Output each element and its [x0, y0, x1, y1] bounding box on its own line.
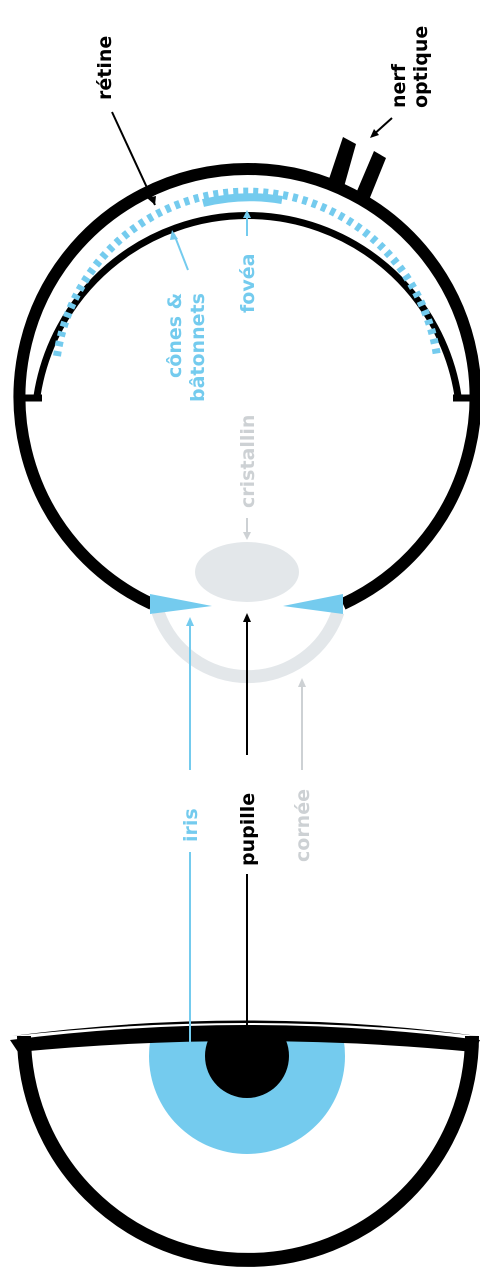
label-pupil: pupille — [237, 793, 259, 866]
pointer-lines — [111, 111, 393, 1056]
label-cornea: cornée — [292, 789, 314, 862]
cornea-arrowhead — [298, 678, 306, 687]
eye-front-outline — [17, 1035, 479, 1267]
lens-arrowhead — [243, 532, 251, 540]
label-retina: rétine — [94, 36, 116, 100]
fovea-arrowhead — [243, 210, 251, 218]
label-optic-nerve-1: nerf — [388, 63, 410, 108]
lens — [195, 542, 299, 602]
cones-and-rods — [53, 187, 441, 357]
fovea — [202, 193, 283, 207]
eyelid — [10, 1025, 480, 1052]
label-lens: cristallin — [237, 415, 259, 508]
label-optic-nerve-2: optique — [410, 26, 432, 108]
iris-top-arrowhead — [186, 617, 194, 626]
eye-front-view — [10, 1020, 480, 1267]
cones-arrowhead — [170, 230, 178, 240]
sclera — [13, 163, 480, 610]
pupil-bottom-arrowhead — [243, 1048, 251, 1056]
retina-arrowhead — [147, 196, 156, 205]
labels: rétine nerf optique cônes & bâtonnets fo… — [94, 26, 432, 866]
optic-nerve-arrowhead — [370, 129, 379, 138]
label-fovea: fovéa — [237, 254, 259, 313]
label-iris: iris — [180, 808, 202, 842]
label-cones-2: bâtonnets — [187, 293, 209, 402]
iris-left-wedge — [150, 594, 212, 614]
iris-bottom-arrowhead — [186, 1046, 194, 1054]
optic-nerve — [327, 137, 386, 205]
iris-right-wedge — [283, 594, 343, 614]
label-cones-1: cônes & — [164, 293, 186, 378]
pupil-top-arrowhead — [243, 613, 251, 622]
